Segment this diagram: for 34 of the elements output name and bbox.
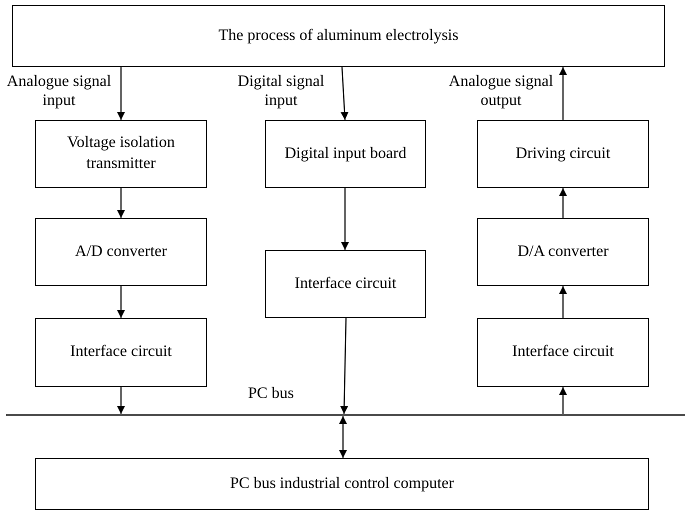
box-text: Interface circuit — [70, 342, 172, 362]
arrow — [117, 387, 125, 414]
process-box — [12, 5, 665, 67]
arrow — [339, 416, 347, 458]
box-text: Digital input board — [284, 144, 406, 164]
arrow — [117, 67, 125, 120]
arrow — [340, 318, 348, 414]
arrow — [559, 67, 567, 120]
box-text: The process of aluminum electrolysis — [218, 26, 458, 46]
box-text: Interface circuit — [294, 274, 396, 294]
arrow — [559, 387, 567, 414]
box-text: Interface circuit — [512, 342, 614, 362]
process-box — [265, 250, 426, 318]
process-box — [477, 120, 649, 188]
box-text: D/A converter — [517, 242, 609, 262]
box-text: PC bus industrial control computer — [230, 474, 454, 494]
arrow — [559, 188, 567, 218]
arrow — [340, 66, 349, 120]
process-box — [477, 318, 649, 387]
process-box — [35, 458, 649, 510]
arrow — [559, 286, 567, 318]
box-text: Voltage isolation transmitter — [66, 133, 176, 174]
arrow — [341, 188, 349, 250]
box-text: A/D converter — [75, 242, 167, 262]
process-box — [35, 318, 207, 387]
arrow — [117, 286, 125, 318]
box-text: Driving circuit — [516, 144, 610, 164]
process-box — [35, 218, 207, 286]
bus-label: PC bus — [248, 385, 294, 403]
bus-line — [6, 414, 685, 416]
process-box — [35, 120, 207, 188]
process-box — [477, 218, 649, 286]
arrow — [117, 188, 125, 218]
process-box — [265, 120, 426, 188]
